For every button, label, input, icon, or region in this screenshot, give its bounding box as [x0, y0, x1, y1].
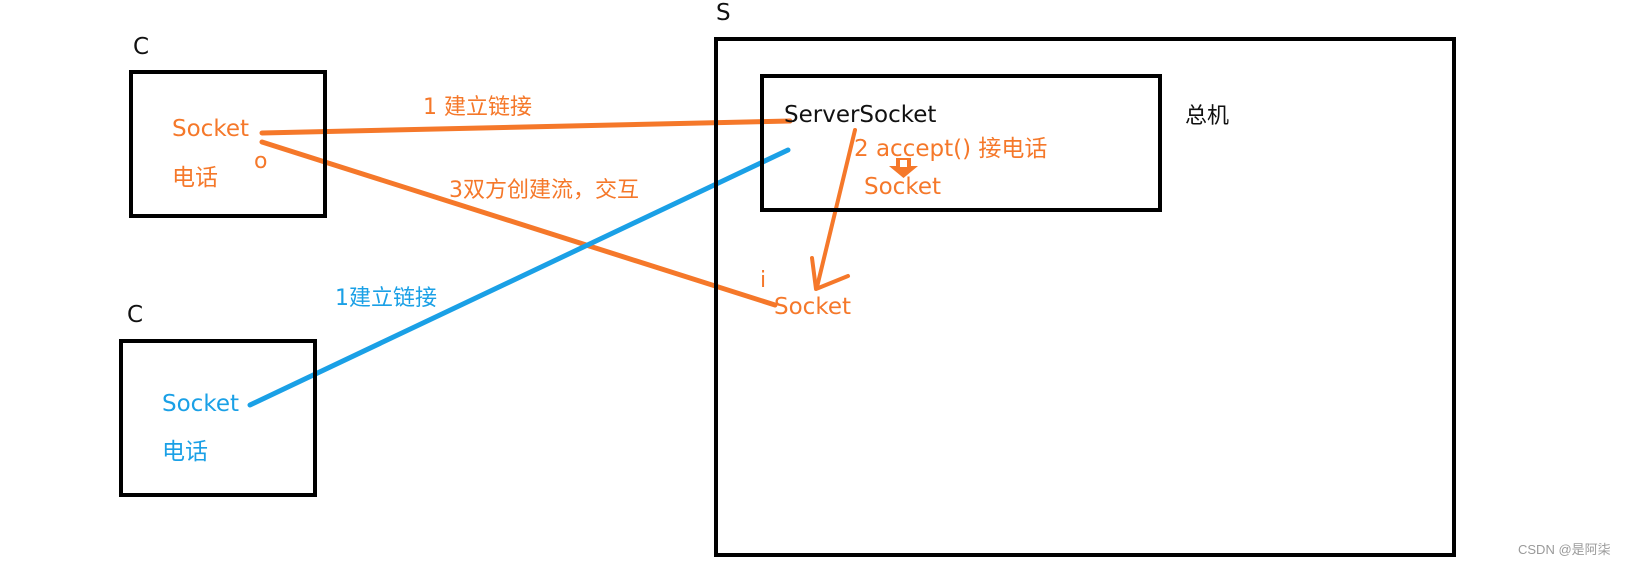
client2-socket-label: Socket: [162, 391, 239, 417]
blue-connect-step-label: 1建立链接: [335, 286, 437, 311]
client1-socket-label: Socket: [172, 116, 249, 142]
down-arrow-icon: [889, 158, 918, 178]
watermark: CSDN @是阿柒: [1518, 542, 1611, 557]
stream-step-label: 3双方创建流，交互: [449, 178, 639, 203]
server-side-socket-label: Socket: [774, 294, 851, 320]
client1-label: C: [133, 34, 150, 60]
client1-phone-label: 电话: [172, 165, 218, 191]
connect-step-label: 1 建立链接: [423, 95, 532, 120]
client1-marker: o: [254, 149, 268, 174]
client1-box: [129, 70, 327, 218]
client2-label: C: [127, 302, 144, 328]
server-socket-marker: i: [760, 268, 767, 293]
server-label: S: [716, 0, 731, 26]
client2-box: [119, 339, 317, 497]
down-arrow-icon-inner: [900, 160, 907, 167]
accept-arrowhead: [810, 256, 850, 291]
server-socket-box: [760, 74, 1162, 212]
orange-stream-line: [259, 139, 778, 308]
server-socket-label: ServerSocket: [784, 102, 937, 128]
blue-connect-line: [247, 147, 791, 408]
host-label: 总机: [1185, 104, 1230, 129]
server-box: [714, 37, 1456, 557]
client2-phone-label: 电话: [162, 439, 208, 465]
orange-connect-line: [259, 118, 793, 136]
accept-step-label: 2 accept() 接电话: [854, 136, 1048, 162]
accepted-socket-label: Socket: [864, 174, 941, 200]
